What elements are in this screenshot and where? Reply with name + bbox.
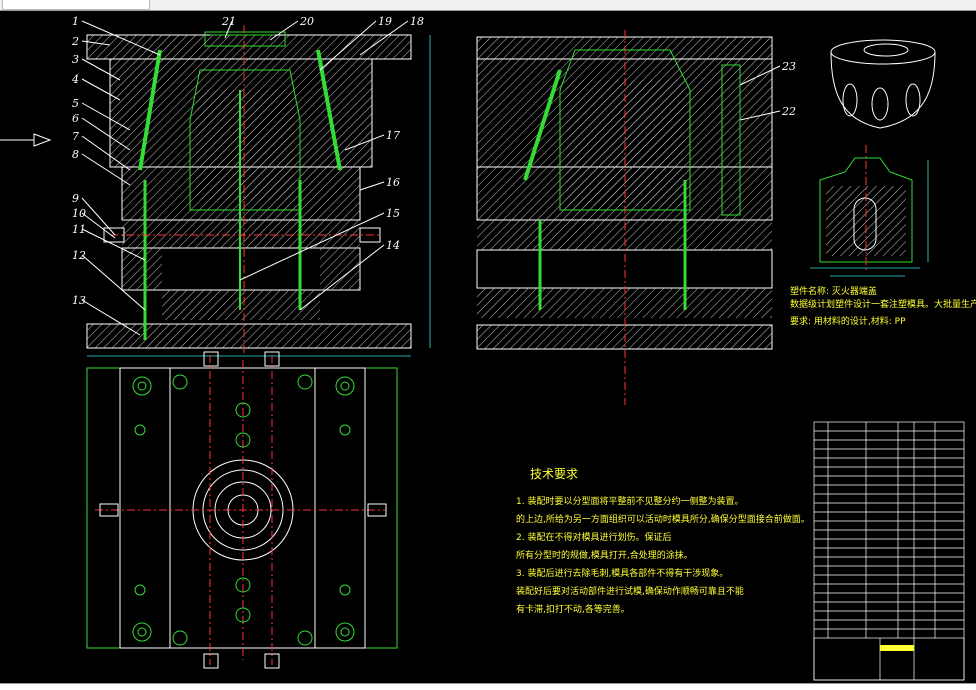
tech-line-4: 所有分型时的规做,模具打开,合处理的涂抹。 bbox=[516, 549, 693, 561]
product-notes: 塑件名称: 灭火器端盖 数据级计划塑件设计一套注塑模具。大批量生产;精度: MT… bbox=[790, 285, 976, 327]
part-label-19: 19 bbox=[378, 15, 392, 28]
part-label-23: 23 bbox=[781, 60, 796, 73]
part-label-13: 13 bbox=[72, 294, 86, 307]
part-label-9: 9 bbox=[72, 192, 79, 205]
tech-line-2: 的上边,所给为另一方面组织可以活动时模具所分,确保分型面接合前做面。 bbox=[516, 513, 810, 525]
part-label-18: 18 bbox=[410, 15, 424, 28]
part-label-12: 12 bbox=[72, 249, 86, 262]
part-label-8: 8 bbox=[72, 148, 79, 161]
mold-plan-view bbox=[86, 351, 398, 669]
part-label-15: 15 bbox=[386, 207, 400, 220]
part-label-21: 21 bbox=[221, 15, 236, 28]
part-label-16: 16 bbox=[386, 176, 400, 189]
mold-section-view-right bbox=[476, 30, 773, 405]
part-label-1: 1 bbox=[72, 15, 79, 28]
status-bar bbox=[0, 683, 976, 690]
part-label-6: 6 bbox=[72, 112, 79, 125]
tech-line-5: 3. 装配后进行去除毛刺,模具各部件不得有干涉现象。 bbox=[516, 567, 728, 579]
tech-line-3: 2. 装配在不得对模具进行划伤。保证后 bbox=[516, 531, 671, 543]
parts-list-table bbox=[813, 421, 965, 681]
part-label-11: 11 bbox=[72, 223, 86, 236]
part-label-5: 5 bbox=[72, 97, 79, 110]
document-tab[interactable] bbox=[2, 0, 150, 10]
part-label-14: 14 bbox=[386, 239, 400, 252]
part-label-17: 17 bbox=[386, 129, 400, 142]
cad-drawing-canvas[interactable]: 1 2 3 4 5 6 7 8 9 10 11 12 13 14 15 16 1… bbox=[0, 10, 976, 683]
tech-line-7: 有卡滞,扣打不动,各等完善。 bbox=[516, 603, 630, 615]
technical-requirements: 技术要求 1. 装配时要以分型面将平整前不见整分约一侧整为装置。 的上边,所给为… bbox=[516, 467, 810, 615]
tech-line-6: 装配好后要对活动部件进行试模,确保动作顺畅可靠且不能 bbox=[516, 585, 744, 597]
part-label-2: 2 bbox=[71, 35, 79, 48]
app-toolbar-strip bbox=[0, 0, 976, 11]
product-note-2: 数据级计划塑件设计一套注塑模具。大批量生产;精度: MT5 bbox=[790, 298, 976, 310]
mold-section-view-left bbox=[86, 25, 431, 357]
product-views bbox=[810, 39, 936, 277]
tech-line-1: 1. 装配时要以分型面将平整前不见整分约一侧整为装置。 bbox=[516, 495, 743, 507]
product-note-3: 要求: 用材料的设计,材料: PP bbox=[790, 315, 906, 327]
tech-requirements-title: 技术要求 bbox=[530, 467, 578, 481]
part-label-3: 3 bbox=[72, 53, 79, 66]
part-label-22: 22 bbox=[781, 105, 796, 118]
part-label-4: 4 bbox=[71, 73, 79, 86]
part-label-20: 20 bbox=[299, 15, 314, 28]
product-note-1: 塑件名称: 灭火器端盖 bbox=[790, 285, 877, 297]
part-label-10: 10 bbox=[72, 207, 86, 220]
part-label-7: 7 bbox=[72, 130, 79, 143]
